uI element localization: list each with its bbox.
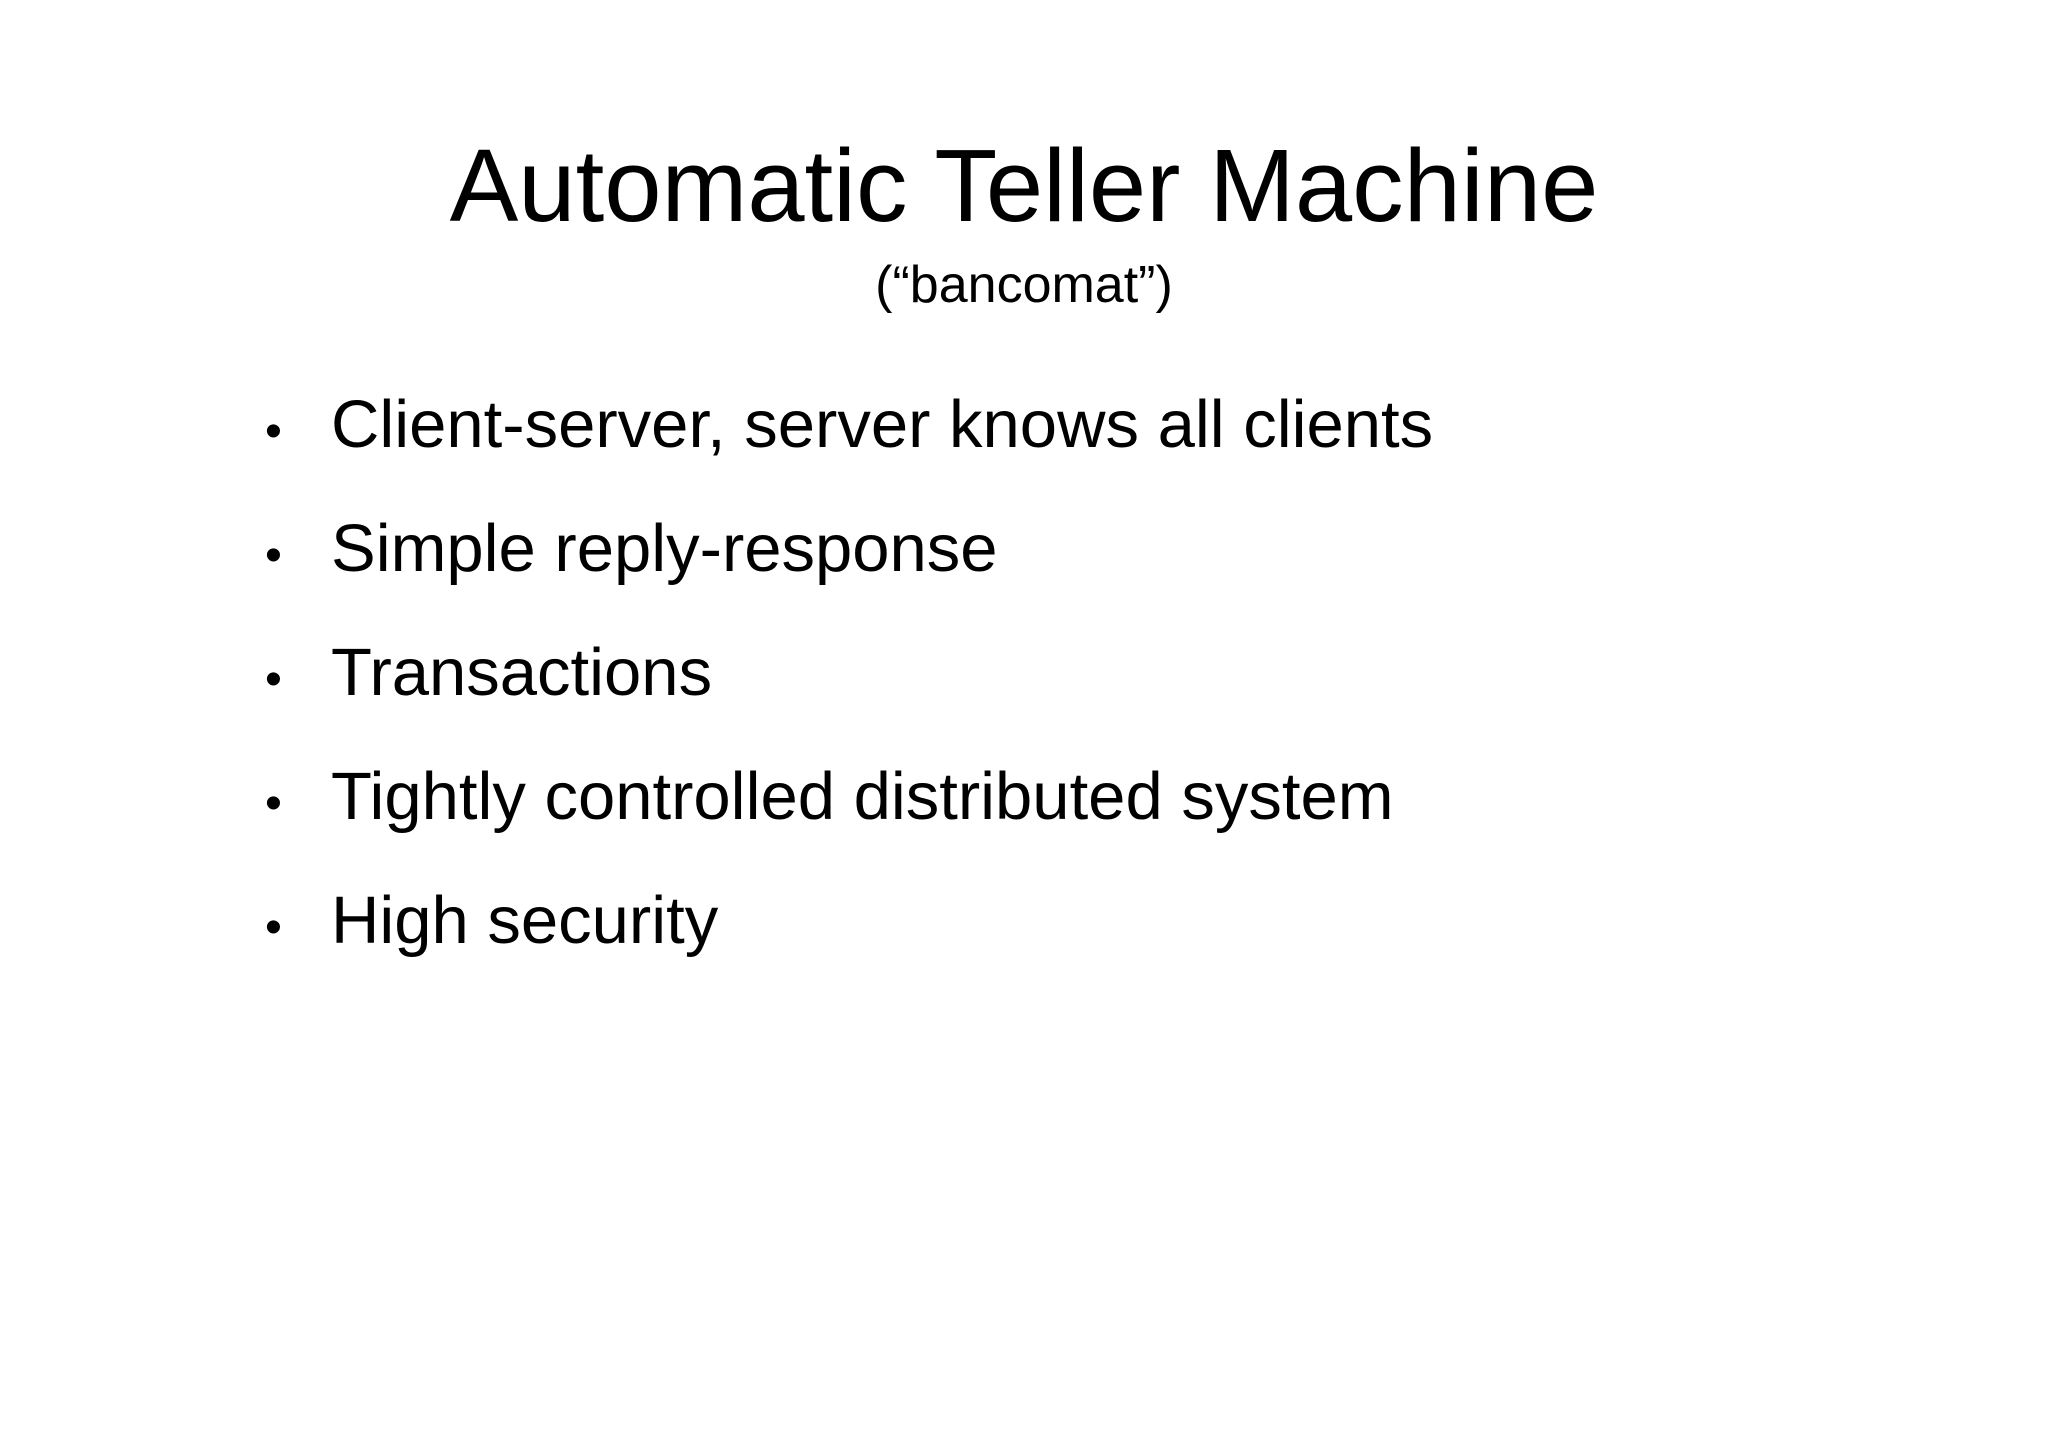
bullet-text: Simple reply-response	[331, 511, 998, 587]
bullet-icon: •	[265, 776, 282, 831]
slide-subtitle: (“bancomat”)	[875, 256, 1173, 315]
list-item: • Transactions	[265, 614, 1928, 738]
bullet-text: Transactions	[331, 635, 713, 711]
bullet-list: • Client-server, server knows all client…	[265, 366, 1928, 986]
list-item: • Client-server, server knows all client…	[265, 366, 1928, 490]
bullet-icon: •	[265, 404, 282, 459]
slide-title: Automatic Teller Machine	[449, 128, 1599, 243]
bullet-text: High security	[331, 883, 719, 959]
bullet-icon: •	[265, 652, 282, 707]
list-item: • Simple reply-response	[265, 490, 1928, 614]
list-item: • High security	[265, 862, 1928, 986]
bullet-text: Client-server, server knows all clients	[331, 387, 1434, 463]
bullet-text: Tightly controlled distributed system	[331, 759, 1394, 835]
title-block: Automatic Teller Machine (“bancomat”)	[0, 0, 2048, 318]
list-item: • Tightly controlled distributed system	[265, 738, 1928, 862]
bullet-icon: •	[265, 528, 282, 583]
bullet-icon: •	[265, 900, 282, 955]
